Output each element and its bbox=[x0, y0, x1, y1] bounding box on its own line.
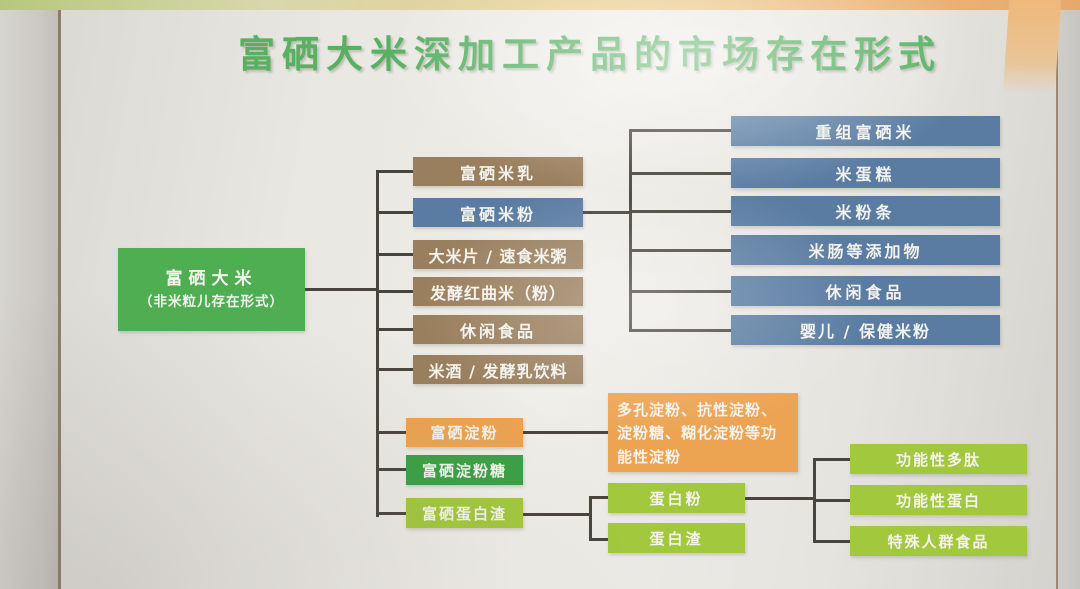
node-selenium-rice-title: 富硒大米 bbox=[165, 268, 258, 289]
connector bbox=[629, 129, 632, 332]
node-functional-protein: 功能性蛋白 bbox=[850, 485, 1027, 515]
connector bbox=[589, 496, 608, 499]
connector bbox=[813, 499, 850, 502]
node-infant-health-rice-flour: 婴儿 / 保健米粉 bbox=[731, 315, 1000, 345]
node-protein-powder: 蛋白粉 bbox=[608, 483, 745, 513]
connector bbox=[376, 512, 406, 515]
connector bbox=[629, 329, 731, 332]
node-rice-flakes-instant-porridge: 大米片 / 速食米粥 bbox=[413, 240, 583, 269]
connector bbox=[376, 431, 406, 434]
wall-right-edge bbox=[1056, 0, 1080, 589]
connector bbox=[376, 253, 413, 256]
connector bbox=[629, 129, 731, 132]
node-recombined-selenium-rice: 重组富硒米 bbox=[731, 116, 1000, 146]
node-selenium-rice-subtitle: （非米粒儿存在形式） bbox=[139, 294, 284, 311]
node-selenium-rice-flour: 富硒米粉 bbox=[413, 198, 583, 227]
connector bbox=[629, 210, 731, 213]
node-special-population-food: 特殊人群食品 bbox=[850, 526, 1027, 556]
node-rice-cake: 米蛋糕 bbox=[731, 158, 1000, 188]
connector bbox=[376, 170, 413, 173]
connector bbox=[813, 458, 850, 461]
poster-top-strip bbox=[0, 0, 1080, 10]
node-leisure-food: 休闲食品 bbox=[413, 315, 583, 344]
node-selenium-starch-sugar: 富硒淀粉糖 bbox=[406, 455, 523, 485]
connector bbox=[376, 468, 406, 471]
note-functional-starch: 多孔淀粉、抗性淀粉、淀粉糖、糊化淀粉等功能性淀粉 bbox=[608, 393, 798, 472]
node-selenium-rice-milk: 富硒米乳 bbox=[413, 157, 583, 186]
connector bbox=[583, 211, 629, 214]
connector bbox=[376, 328, 413, 331]
node-leisure-food-2: 休闲食品 bbox=[731, 276, 1000, 306]
connector bbox=[376, 368, 413, 371]
connector bbox=[376, 170, 379, 517]
connector bbox=[305, 288, 377, 291]
node-selenium-rice: 富硒大米 （非米粒儿存在形式） bbox=[118, 248, 305, 331]
connector bbox=[813, 540, 850, 543]
wall-left-edge bbox=[0, 0, 61, 589]
node-selenium-starch: 富硒淀粉 bbox=[406, 418, 523, 447]
connector bbox=[629, 172, 731, 175]
node-fermented-red-yeast-rice: 发酵红曲米（粉） bbox=[413, 277, 583, 306]
node-rice-wine-fermented-milk-drink: 米酒 / 发酵乳饮料 bbox=[413, 355, 583, 384]
node-selenium-protein-residue: 富硒蛋白渣 bbox=[406, 498, 523, 528]
connector bbox=[376, 211, 413, 214]
connector bbox=[589, 496, 592, 541]
connector bbox=[745, 497, 815, 500]
connector bbox=[523, 431, 608, 434]
node-rice-noodles: 米粉条 bbox=[731, 196, 1000, 226]
node-rice-sausage-additives: 米肠等添加物 bbox=[731, 235, 1000, 265]
node-protein-residue: 蛋白渣 bbox=[608, 523, 745, 553]
connector bbox=[589, 538, 608, 541]
diagram-title: 富硒大米深加工产品的市场存在形式 bbox=[238, 33, 942, 76]
connector bbox=[629, 249, 731, 252]
connector bbox=[523, 513, 591, 516]
connector bbox=[629, 290, 731, 293]
connector bbox=[376, 290, 413, 293]
node-functional-peptide: 功能性多肽 bbox=[850, 444, 1027, 474]
